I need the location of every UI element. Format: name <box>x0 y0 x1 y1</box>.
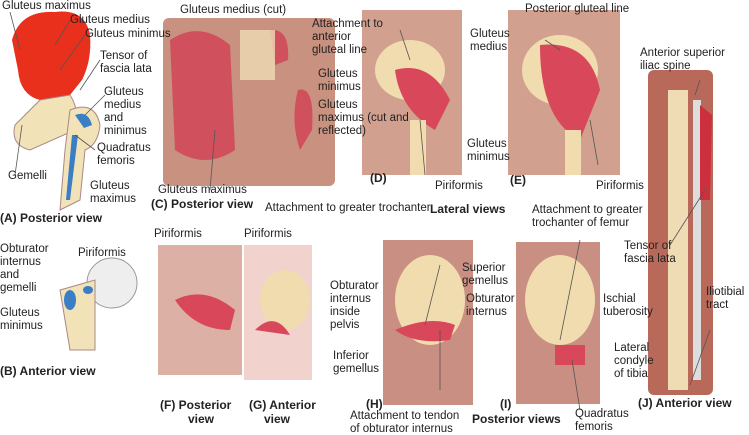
label-e-attachment: Attachment to greater <box>532 204 643 216</box>
label-gluteus2: Gluteus <box>90 180 130 192</box>
label-inferior-gemellus: gemellus <box>333 363 380 375</box>
label-maximus2: maximus <box>90 193 137 205</box>
caption-posterior-views: Posterior views <box>472 412 561 426</box>
label-gluteus: Gluteus <box>104 86 144 98</box>
label-attachment-trochanter: Attachment to greater trochanter <box>265 202 431 214</box>
label-superior-gemellus: gemellus <box>462 275 509 287</box>
label-asis: Anterior superior <box>640 47 726 59</box>
panel-c-photo <box>163 18 335 186</box>
label-e-minimus: minimus <box>467 151 510 163</box>
label-quadratus: Quadratus <box>97 142 151 154</box>
label-g-piriformis: Piriformis <box>244 228 292 240</box>
panel-d-photo <box>362 10 462 175</box>
caption-f: (F) Posterior <box>160 398 232 412</box>
label-inferior: Inferior <box>333 350 369 362</box>
label-ischial: Ischial <box>603 293 636 305</box>
label-tuberosity: tuberosity <box>603 306 653 318</box>
label-condyle: condyle <box>614 355 654 367</box>
label-b-minimus: minimus <box>0 320 43 332</box>
label-gemelli: Gemelli <box>8 170 47 182</box>
label-h-internus: internus <box>330 293 371 305</box>
caption-c: (C) Posterior view <box>151 197 254 211</box>
label-medius: medius <box>104 99 142 111</box>
label-iliac-spine: iliac spine <box>640 60 691 72</box>
label-i-femoris: femoris <box>575 421 613 433</box>
label-posterior-gluteal-line: Posterior gluteal line <box>525 3 630 15</box>
label-h-obturator: Obturator <box>330 280 379 292</box>
label-c-maximus-cut: maximus (cut and <box>318 112 409 124</box>
label-c-minimus: minimus <box>318 81 361 93</box>
caption-g-view: view <box>264 412 291 426</box>
panel-b-drawing <box>59 257 138 351</box>
panel-a-hip-bone <box>12 11 101 211</box>
label-superior: Superior <box>462 262 506 274</box>
label-c-gluteus-maximus: Gluteus maximus <box>158 184 247 196</box>
caption-a: (A) Posterior view <box>0 211 103 225</box>
label-lateral: Lateral <box>614 342 650 354</box>
panel-f-photo <box>158 245 242 375</box>
caption-b: (B) Anterior view <box>0 364 96 378</box>
label-gluteus-medius-cut: Gluteus medius (cut) <box>180 4 287 16</box>
caption-i: (I) <box>500 397 512 411</box>
label-attachment-tendon: Attachment to tendon <box>350 410 460 422</box>
label-e-trochanter-femur: trochanter of femur <box>532 217 630 229</box>
label-c-reflected: reflected) <box>318 125 366 137</box>
panel-e-photo <box>508 10 620 175</box>
label-of-tibia: of tibia <box>614 368 648 380</box>
label-e-piriformis: Piriformis <box>596 180 644 192</box>
label-tract: tract <box>706 299 729 311</box>
panel-j-photo <box>648 70 713 395</box>
label-gluteus-medius: Gluteus medius <box>70 14 150 26</box>
leader-lines <box>9 11 711 411</box>
label-b-obturator: Obturator <box>0 243 49 255</box>
caption-g: (G) Anterior <box>249 398 316 412</box>
label-i-quadratus: Quadratus <box>575 408 629 420</box>
label-e-gluteus2: Gluteus <box>467 138 507 150</box>
caption-h: (H) <box>366 397 383 411</box>
label-obturator-internus-tendon: of obturator internus <box>350 423 453 435</box>
label-minimus: minimus <box>104 125 147 137</box>
label-f-piriformis: Piriformis <box>154 228 202 240</box>
label-anterior: anterior <box>312 31 351 43</box>
label-b-gluteus: Gluteus <box>0 307 40 319</box>
label-and: and <box>104 112 124 124</box>
label-c-gluteus2: Gluteus <box>318 99 358 111</box>
label-h-obturator2: Obturator <box>466 293 515 305</box>
label-j-tensor: Tensor of <box>624 240 672 252</box>
label-h-inside: inside <box>330 306 361 318</box>
panel-h-photo <box>383 240 473 405</box>
label-b-piriformis: Piriformis <box>78 247 126 259</box>
label-b-internus: internus <box>0 256 41 268</box>
label-c-gluteus: Gluteus <box>318 68 358 80</box>
label-b-and: and <box>0 269 20 281</box>
label-gluteus-maximus: Gluteus maximus <box>2 0 91 12</box>
label-e-gluteus: Gluteus <box>470 28 510 40</box>
label-b-gemelli: gemelli <box>0 282 37 294</box>
label-e-medius: medius <box>470 41 508 53</box>
caption-e: (E) <box>510 173 526 187</box>
caption-lateral-views: Lateral views <box>430 202 506 216</box>
label-d-piriformis: Piriformis <box>435 180 483 192</box>
label-attachment-anterior: Attachment to <box>312 18 383 30</box>
label-gluteus-minimus: Gluteus minimus <box>85 28 171 40</box>
label-h-pelvis: pelvis <box>330 319 360 331</box>
label-fascia-lata: fascia lata <box>100 63 152 75</box>
caption-j: (J) Anterior view <box>638 396 732 410</box>
label-tensor: Tensor of <box>100 50 148 62</box>
panel-i-photo <box>516 242 600 404</box>
label-iliotibial: Iliotibial <box>706 286 745 298</box>
caption-d: (D) <box>370 171 387 185</box>
caption-f-view: view <box>188 412 215 426</box>
label-femoris: femoris <box>97 155 135 167</box>
label-h-internus2: internus <box>466 306 507 318</box>
label-gluteal-line: gluteal line <box>312 44 367 56</box>
panel-g-photo <box>244 245 312 380</box>
label-j-fascia-lata: fascia lata <box>624 253 676 265</box>
